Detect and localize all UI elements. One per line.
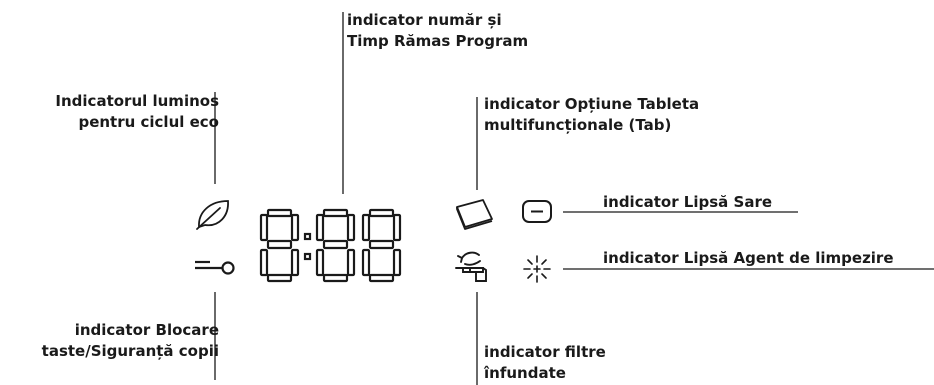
seven-segment-display (259, 208, 402, 283)
leaf-icon (196, 200, 229, 230)
clogged-filter-tap-icon (455, 251, 487, 282)
digit-1-icon (259, 208, 300, 283)
tablet-indicator-label: indicator Opțiune Tableta multifuncționa… (484, 94, 699, 136)
tablet-label-line1: indicator Opțiune Tableta (484, 95, 700, 113)
number-time-indicator-label: indicator număr și Timp Rămas Program (347, 10, 528, 52)
lock-label-line1: indicator Blocare (74, 321, 219, 339)
lock-indicator-label: indicator Blocare taste/Siguranță copii (0, 320, 219, 362)
salt-icon (522, 200, 552, 223)
number-time-label-line2: Timp Rămas Program (347, 32, 529, 50)
tablet-icon (456, 199, 493, 230)
digit-2-icon (315, 208, 356, 283)
eco-label-line1: Indicatorul luminos (55, 92, 219, 110)
rinse-aid-indicator-label: indicator Lipsă Agent de limpezire (603, 248, 894, 269)
rinse-label-text: indicator Lipsă Agent de limpezire (603, 249, 894, 267)
salt-indicator-label: indicator Lipsă Sare (603, 192, 772, 213)
salt-label-text: indicator Lipsă Sare (603, 193, 773, 211)
lock-label-line2: taste/Siguranță copii (41, 342, 219, 360)
filter-indicator-label: indicator filtre înfundate (484, 342, 606, 384)
filter-label-line1: indicator filtre (484, 343, 606, 361)
rinse-aid-icon (523, 255, 551, 283)
eco-label-line2: pentru ciclul eco (78, 113, 219, 131)
key-lock-icon (195, 260, 235, 275)
number-time-label-line1: indicator număr și (347, 11, 502, 29)
tablet-label-line2: multifuncționale (Tab) (484, 116, 672, 134)
colon-icon (303, 232, 312, 261)
digit-3-icon (361, 208, 402, 283)
filter-label-line2: înfundate (484, 364, 566, 382)
eco-indicator-label: Indicatorul luminos pentru ciclul eco (0, 91, 219, 133)
